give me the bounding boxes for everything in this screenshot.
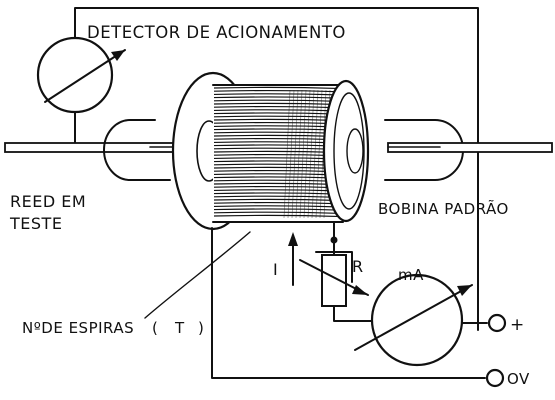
winding-turn xyxy=(213,90,343,93)
plus-label: + xyxy=(510,315,525,335)
reed-label-line1: REED EM xyxy=(10,192,86,211)
detector-meter xyxy=(36,36,126,114)
winding-shade xyxy=(291,89,299,219)
resistor-label: R xyxy=(352,257,364,276)
resistor xyxy=(299,254,369,307)
winding-turn xyxy=(213,198,343,202)
coil-windings xyxy=(213,86,343,219)
plus-terminal xyxy=(487,313,507,333)
resistor-wiper-wire xyxy=(315,251,353,283)
turns-symbol: T xyxy=(174,319,185,337)
turns-leader-line xyxy=(144,231,251,319)
meter-unit-label: mA xyxy=(398,266,424,284)
winding-turn xyxy=(213,202,343,205)
detector-top-wire xyxy=(74,7,479,331)
turns-paren-close: ) xyxy=(198,319,204,337)
winding-shade xyxy=(283,89,291,219)
reed-label-line2: TESTE xyxy=(9,214,62,233)
meter-arrow-icon xyxy=(457,285,472,296)
winding-turn xyxy=(213,211,343,214)
milliammeter xyxy=(354,273,473,367)
current-label: I xyxy=(273,260,278,279)
zero-volt-terminal xyxy=(485,368,505,388)
winding-shade xyxy=(287,89,295,219)
arrow-up-icon xyxy=(288,232,298,246)
reference-coil-terminal xyxy=(384,119,553,181)
winding-turn xyxy=(213,208,343,211)
current-arrow xyxy=(288,232,298,286)
bobina-label: BOBINA PADRÃO xyxy=(378,199,509,218)
ground-wire xyxy=(211,227,486,379)
winding-shade xyxy=(303,89,311,219)
detector-arrow-icon xyxy=(111,50,125,61)
junction-dot xyxy=(330,236,338,244)
resistor-to-meter-wire xyxy=(333,305,373,322)
winding-shade xyxy=(299,89,307,219)
winding-shade xyxy=(311,89,319,219)
winding-turn xyxy=(213,195,343,198)
winding-turn xyxy=(213,96,343,99)
turns-paren-open: ( xyxy=(152,319,158,337)
zero-volt-label: OV xyxy=(507,370,530,388)
bobbin xyxy=(171,71,370,231)
winding-turn xyxy=(213,86,343,90)
winding-shade xyxy=(307,89,315,219)
winding-turn xyxy=(213,93,343,96)
winding-turn xyxy=(213,102,343,106)
winding-turn xyxy=(213,99,343,102)
detector-label: DETECTOR DE ACIONAMENTO xyxy=(87,23,346,42)
winding-shade xyxy=(295,89,303,219)
winding-shade xyxy=(315,89,323,219)
resistor-arrow-icon xyxy=(352,285,368,295)
winding-turn xyxy=(213,205,343,208)
turns-label: NºDE ESPIRAS xyxy=(22,319,134,337)
winding-turn xyxy=(213,214,343,218)
